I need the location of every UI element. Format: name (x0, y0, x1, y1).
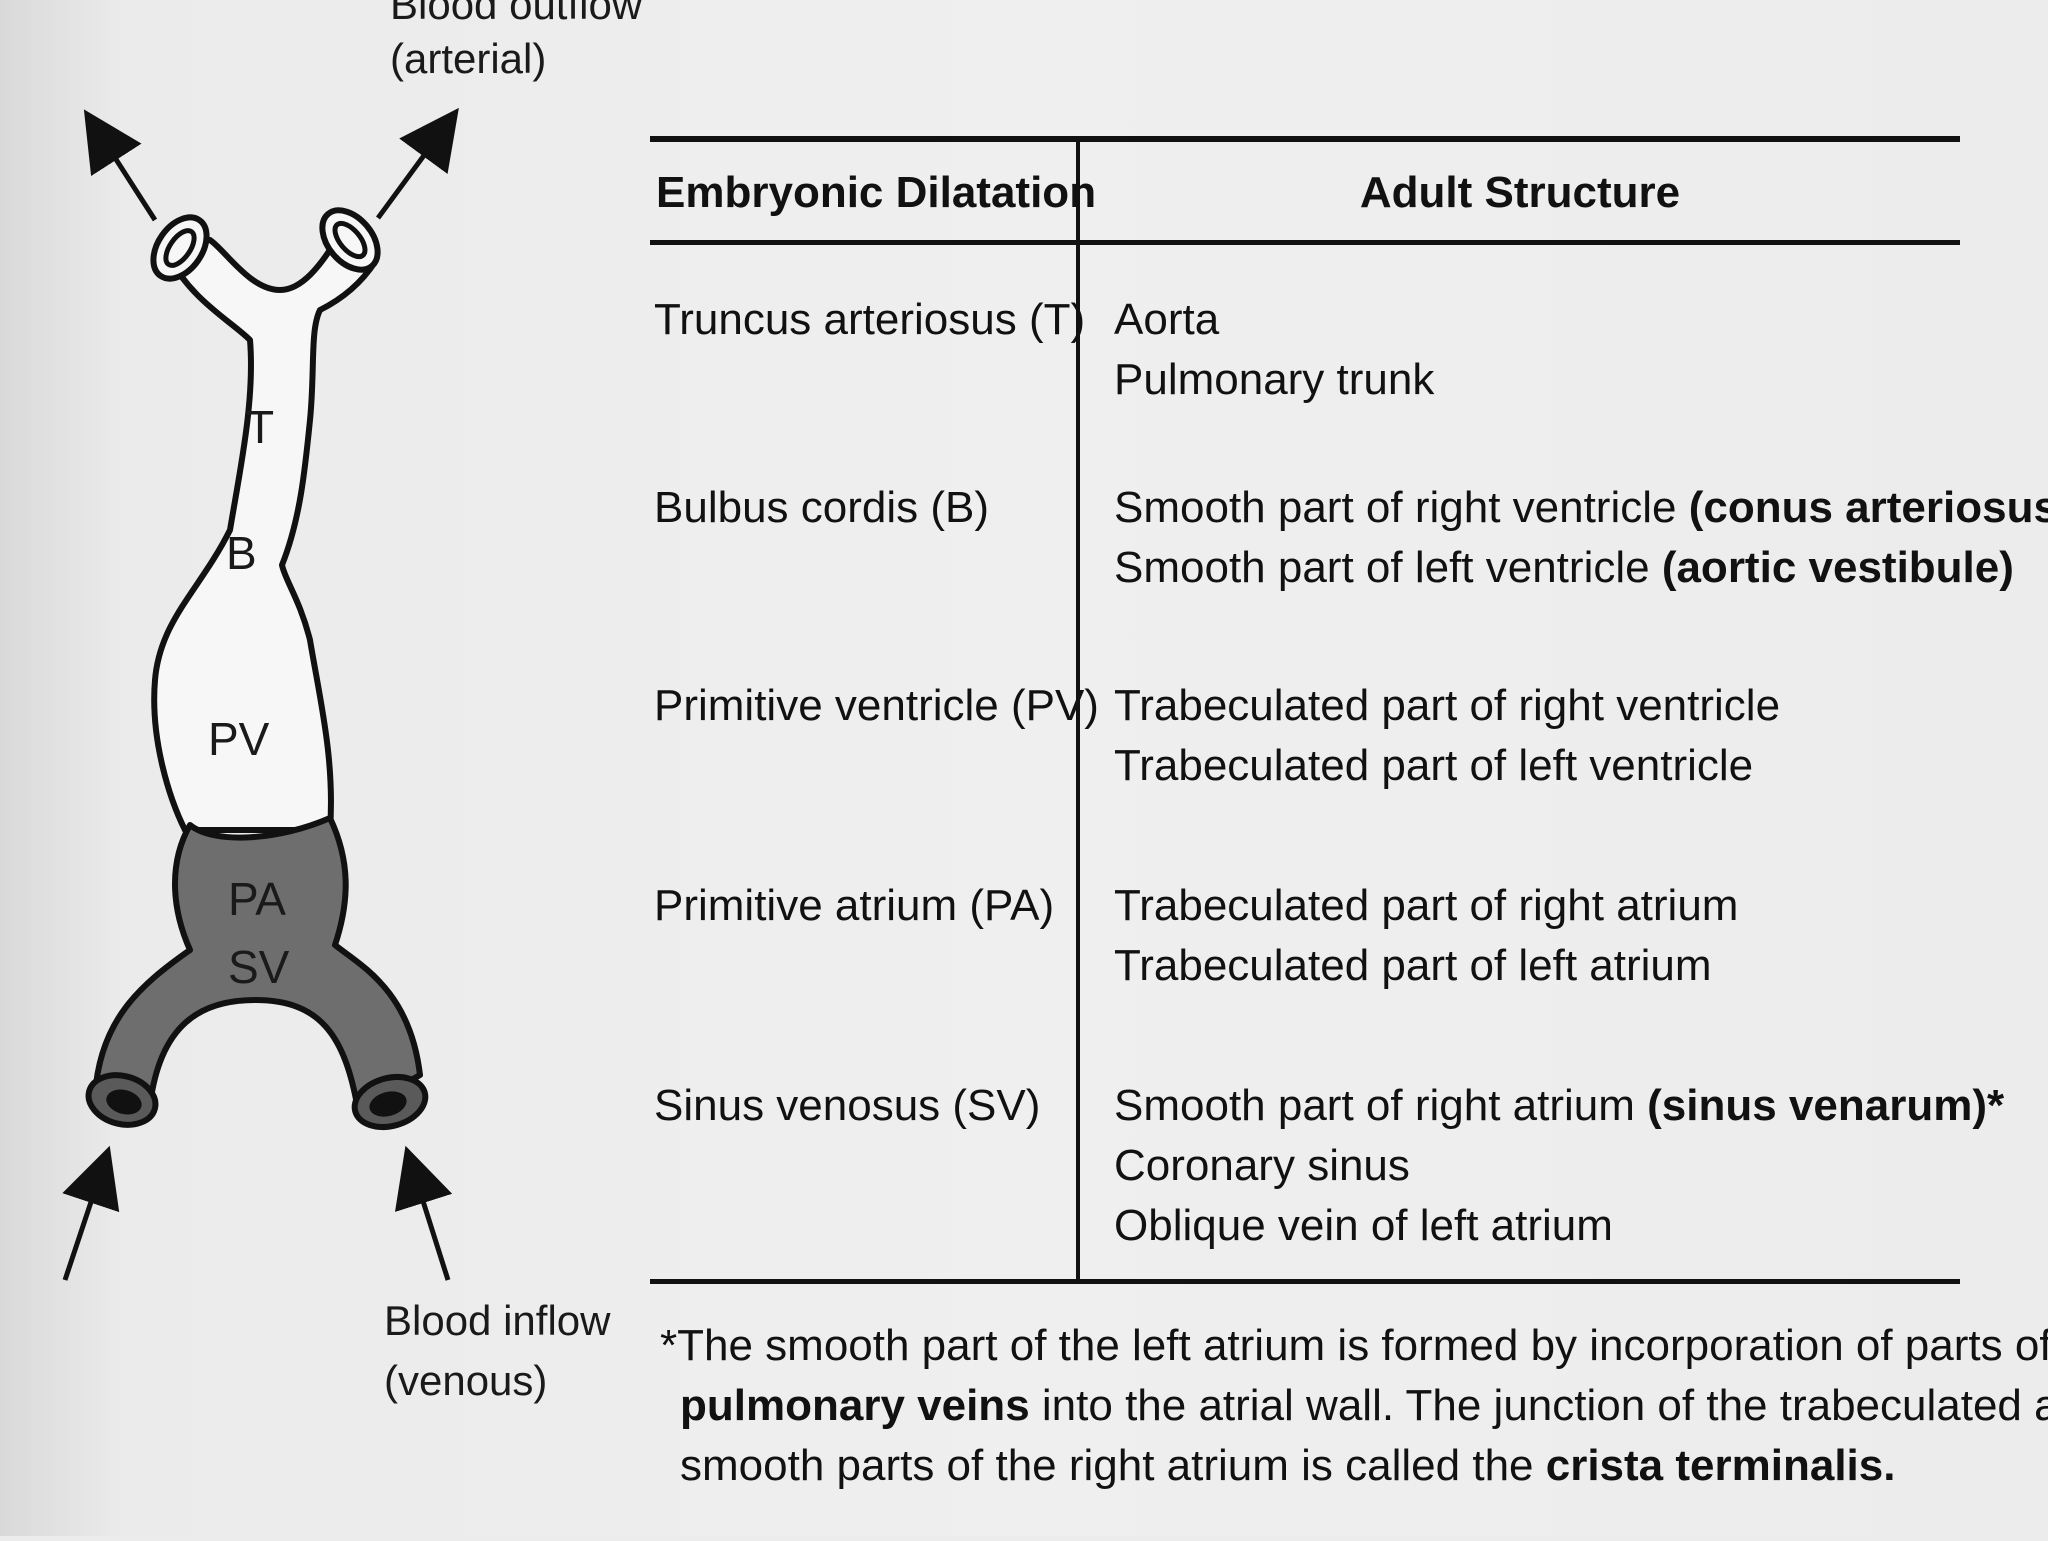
row-dilatation: Truncus arteriosus (T) (654, 295, 1086, 344)
outflow-arrow-right (375, 107, 459, 220)
structure-item: Smooth part of left ventricle (aortic ve… (1114, 543, 2014, 592)
label-truncus: T (246, 401, 275, 453)
heart-tube-lower (92, 815, 423, 1113)
heart-tube-svg (62, 107, 459, 1281)
label-sinus-venosus: SV (228, 941, 290, 993)
row-structures: Smooth part of right atrium (sinus venar… (1114, 1076, 2004, 1256)
inflow-arrow-right (394, 1145, 453, 1281)
row-dilatation: Primitive ventricle (PV) (654, 681, 1099, 730)
table-footnote: *The smooth part of the left atrium is f… (660, 1316, 2048, 1496)
label-primitive-ventricle: PV (208, 713, 270, 765)
footnote-line-1: *The smooth part of the left atrium is f… (660, 1321, 2048, 1370)
inflow-opening-right-inner (369, 1091, 407, 1117)
footnote-line-3: smooth parts of the right atrium is call… (680, 1441, 1896, 1490)
outflow-opening-left-inner (163, 228, 197, 268)
structure-item: Aorta (1114, 295, 1220, 344)
inflow-arrow-left (62, 1145, 120, 1281)
footnote-line-2: pulmonary veins into the atrial wall. Th… (680, 1381, 2048, 1430)
table-bottom-rule (650, 1279, 1960, 1284)
label-bulbus: B (226, 527, 257, 579)
header-adult-structure: Adult Structure (1359, 168, 1681, 217)
structure-item: Trabeculated part of left ventricle (1114, 741, 1754, 790)
heart-tube-diagram: Blood outflow (arterial) T B PV PA SV Bl… (0, 0, 643, 1536)
header-embryonic-dilatation: Embryonic Dilatation (656, 168, 1097, 217)
footnote-term-crista-terminalis: crista terminalis. (1545, 1441, 1896, 1490)
structure-item: Trabeculated part of right atrium (1114, 881, 1739, 930)
row-structures: Aorta Pulmonary trunk (1114, 290, 1434, 410)
row-dilatation: Sinus venosus (SV) (654, 1081, 1041, 1130)
structure-item: Smooth part of right atrium (sinus venar… (1114, 1081, 2005, 1130)
inflow-opening-left-inner (106, 1089, 142, 1115)
inflow-label-line2: (venous) (384, 1357, 548, 1404)
table-top-rule (650, 136, 1960, 142)
structure-item: Pulmonary trunk (1114, 355, 1435, 404)
outflow-arrow-left (83, 109, 158, 222)
structure-item: Trabeculated part of left atrium (1114, 941, 1712, 990)
footnote-term-pulmonary-veins: pulmonary veins (680, 1381, 1030, 1430)
inflow-label-line1: Blood inflow (384, 1297, 611, 1344)
row-structures: Trabeculated part of right ventricle Tra… (1114, 676, 1780, 796)
structure-item: Smooth part of right ventricle (conus ar… (1114, 483, 2048, 532)
structure-item: Oblique vein of left atrium (1114, 1201, 1613, 1250)
table-column-divider (1076, 138, 1080, 1279)
table-header-rule (650, 240, 1960, 245)
outflow-opening-right-inner (332, 220, 368, 260)
outflow-label-line1: Blood outflow (390, 0, 643, 28)
row-dilatation: Primitive atrium (PA) (654, 881, 1055, 930)
label-primitive-atrium: PA (228, 873, 286, 925)
row-structures: Trabeculated part of right atrium Trabec… (1114, 876, 1738, 996)
row-structures: Smooth part of right ventricle (conus ar… (1114, 478, 2048, 598)
structure-item: Trabeculated part of right ventricle (1114, 681, 1781, 730)
row-dilatation: Bulbus cordis (B) (654, 483, 990, 532)
outflow-label-line2: (arterial) (390, 35, 547, 82)
structure-item: Coronary sinus (1114, 1141, 1410, 1190)
